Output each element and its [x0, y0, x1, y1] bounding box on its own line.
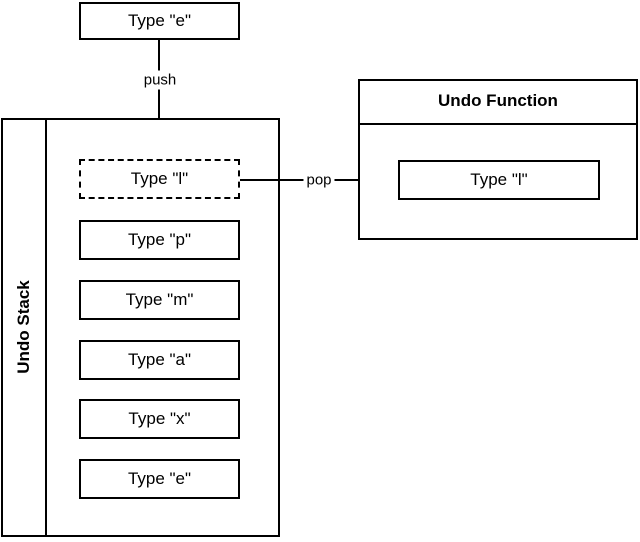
undo-function-item: Type "l": [398, 160, 600, 200]
undo-function-title: Undo Function: [358, 79, 638, 125]
stack-item-label: Type "p": [127, 230, 192, 249]
stack-item-top: Type "l": [79, 159, 240, 199]
undo-function-item-label: Type "l": [470, 170, 528, 189]
input-event-box: Type "e": [79, 2, 240, 40]
stack-item: Type "x": [79, 399, 240, 439]
stack-item: Type "a": [79, 340, 240, 380]
stack-item: Type "p": [79, 220, 240, 260]
undo-stack-title-divider: [45, 118, 47, 537]
stack-item-label: Type "e": [127, 469, 192, 488]
stack-item: Type "m": [79, 280, 240, 320]
stack-item-label: Type "x": [128, 409, 191, 428]
pop-arrow-label: pop: [303, 170, 335, 190]
stack-item-label: Type "a": [127, 350, 192, 369]
push-arrow-label: push: [140, 70, 180, 90]
stack-item-label: Type "m": [125, 290, 194, 309]
stack-item: Type "e": [79, 459, 240, 499]
undo-stack-title: Undo Stack: [14, 280, 33, 374]
undo-function-container: [358, 79, 638, 240]
stack-item-label: Type "l": [130, 169, 189, 188]
input-event-label: Type "e": [127, 11, 192, 30]
